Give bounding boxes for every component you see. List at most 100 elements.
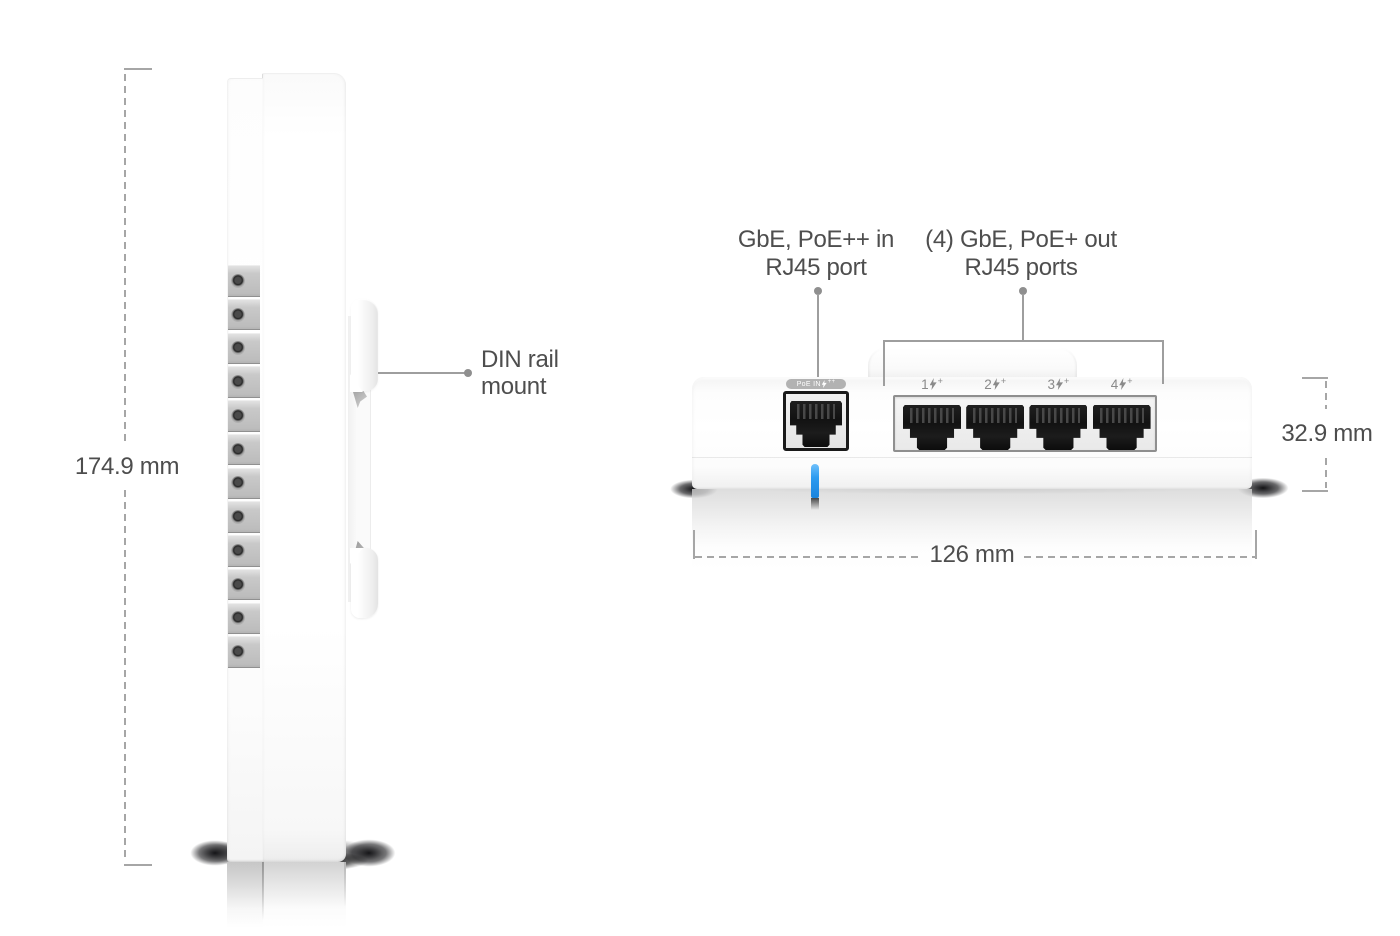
screw-icon [231, 476, 245, 491]
port-number-label-1: 1+ [910, 376, 954, 392]
screw-icon [231, 543, 245, 558]
din-leader-dot [464, 369, 472, 377]
port-number: 4 [1110, 376, 1119, 392]
din-rail-mount-lower-clip [351, 548, 378, 618]
height-dim-label: 174.9 mm [74, 453, 180, 480]
terminal-block [228, 332, 260, 365]
screw-icon [231, 408, 245, 423]
rj45-jack-pins [1099, 408, 1144, 423]
rj45-port-2 [966, 405, 1025, 450]
side-view-reflection-edge [344, 862, 346, 907]
depth-dim-label: 32.9 mm [1281, 420, 1373, 447]
poe-in-leader-dot [814, 287, 822, 295]
terminal-block [228, 568, 260, 601]
side-view-reflection-body [263, 862, 346, 934]
terminal-block [228, 400, 260, 432]
poe-in-rj45-jack [790, 401, 842, 447]
width-dim-cap-right [1255, 530, 1257, 559]
lightning-bolt-icon [992, 378, 1000, 390]
wall-mount-bracket [868, 348, 1077, 382]
terminal-block [228, 265, 260, 297]
terminal-block [228, 433, 260, 466]
screw-icon [231, 577, 245, 592]
width-dim-cap-left [693, 530, 695, 559]
depth-dim-cap-top [1302, 377, 1328, 379]
poe-in-label: GbE, PoE++ in RJ45 port [696, 226, 936, 282]
height-dim-line-lower [124, 490, 126, 862]
poe-in-badge-text: PoE IN [796, 380, 821, 388]
status-led [811, 464, 819, 498]
port-plus: + [1127, 376, 1133, 386]
screw-icon [231, 611, 245, 626]
depth-dim-line-upper [1325, 381, 1327, 409]
rj45-jack-pins [973, 408, 1018, 423]
terminal-block [228, 467, 260, 500]
din-mount-label: DIN rail mount [481, 346, 559, 400]
din-mount-label-line1: DIN rail [481, 346, 559, 373]
screw-icon [231, 645, 245, 660]
terminal-block [228, 366, 260, 398]
height-dim-cap-top [124, 68, 152, 70]
port-number: 1 [921, 376, 929, 392]
depth-dim-line-lower [1325, 458, 1327, 488]
screw-icon [231, 307, 245, 322]
poe-out-leader-dot [1019, 287, 1027, 295]
screw-icon [231, 341, 245, 356]
din-rail-mount-upper-clip [351, 299, 378, 391]
port-number: 3 [1047, 376, 1056, 392]
poe-out-bracket-left-drop [883, 340, 885, 386]
screw-icon [231, 375, 245, 390]
poe-in-leader-stem [817, 294, 819, 378]
status-led-reflection [811, 498, 819, 510]
side-view-reflection-seam [262, 862, 264, 920]
lightning-bolt-icon [821, 380, 827, 388]
port-number-label-3: 3+ [1036, 376, 1080, 392]
din-leader-line [378, 372, 468, 374]
height-dim-cap-bottom [124, 864, 152, 866]
lightning-bolt-icon [1056, 378, 1064, 390]
width-dim-label: 126 mm [929, 541, 1015, 568]
din-mount-label-line2: mount [481, 373, 547, 400]
depth-dim-cap-bottom [1302, 490, 1328, 492]
port-number-label-2: 2+ [973, 376, 1017, 392]
port-plus: + [937, 376, 943, 386]
screw-icon [231, 273, 245, 288]
front-view-reflection [692, 489, 1252, 579]
screw-icon [231, 442, 245, 457]
lightning-bolt-icon [929, 378, 937, 390]
port-plus: + [1064, 376, 1070, 386]
din-terminal-blocks [228, 265, 260, 668]
rj45-port-1 [903, 405, 961, 450]
width-dim-line-left [695, 556, 921, 558]
terminal-block [228, 535, 260, 567]
rj45-port-4 [1092, 405, 1151, 450]
screw-icon [231, 510, 245, 525]
poe-out-label-line1: (4) GbE, PoE+ out [925, 226, 1117, 253]
port-plus: + [1000, 376, 1007, 386]
poe-in-badge: PoE IN ++ [786, 379, 846, 389]
side-view-reflection-slab [227, 862, 263, 934]
poe-out-bracket-right-drop [1162, 340, 1164, 384]
port-number-label-4: 4+ [1100, 376, 1144, 392]
port-number: 2 [984, 376, 992, 392]
terminal-block [228, 298, 260, 331]
poe-out-label-line2: RJ45 ports [964, 254, 1078, 281]
terminal-block [228, 602, 260, 635]
poe-out-bracket-top [883, 340, 1164, 342]
poe-out-label: (4) GbE, PoE+ out RJ45 ports [901, 226, 1141, 282]
rj45-jack-pins [797, 404, 835, 419]
terminal-block [228, 636, 260, 668]
poe-in-label-line2: RJ45 port [765, 254, 867, 281]
lightning-bolt-icon [1119, 378, 1127, 390]
device-front-seam [692, 457, 1252, 458]
poe-out-leader-stem [1022, 294, 1024, 341]
rj45-jack-pins [1036, 408, 1081, 423]
device-side-body [262, 73, 346, 862]
poe-in-label-line1: GbE, PoE++ in [737, 226, 895, 253]
width-dim-line-right [1024, 556, 1255, 558]
poe-in-badge-suffix: ++ [827, 379, 836, 385]
rj45-jack-pins [910, 408, 954, 423]
terminal-block [228, 501, 260, 533]
height-dim-line-upper [124, 74, 126, 444]
